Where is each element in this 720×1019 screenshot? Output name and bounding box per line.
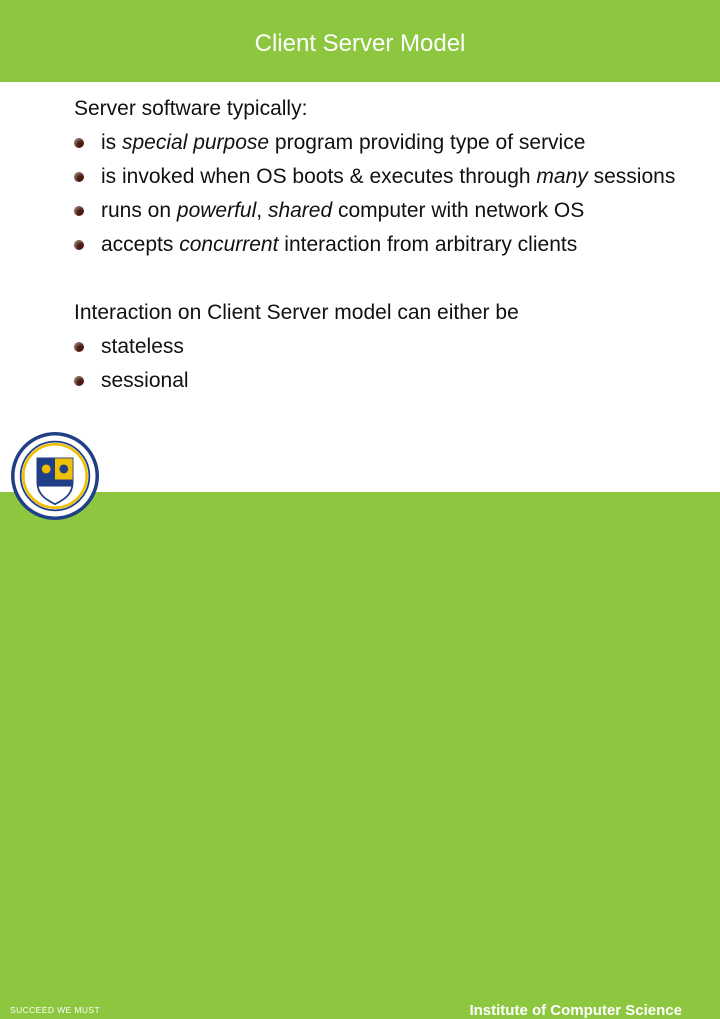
footer-bar: SUCCEED WE MUST Institute of Computer Sc…: [0, 492, 720, 1019]
slide-body: [0, 82, 720, 492]
bullet-icon: [74, 376, 84, 386]
bullet-icon: [74, 240, 84, 250]
bullet-icon: [74, 206, 84, 216]
section-heading: Interaction on Client Server model can e…: [74, 301, 519, 324]
bullet-icon: [74, 342, 84, 352]
bullet-item: stateless: [74, 330, 714, 364]
bullet-item: is invoked when OS boots & executes thro…: [74, 160, 714, 194]
university-crest-icon: [11, 432, 99, 520]
section-heading: Server software typically:: [74, 97, 308, 120]
bullet-item: sessional: [74, 364, 714, 398]
slide-title: Client Server Model: [254, 30, 466, 57]
institute-name: Institute of Computer Science: [469, 1002, 682, 1019]
section-server-software: Server software typically: is special pu…: [74, 92, 714, 262]
bullet-item: is special purpose program providing typ…: [74, 126, 714, 160]
bullet-text: is invoked when OS boots & executes thro…: [101, 165, 676, 188]
header-bar: Client Server Model: [0, 0, 720, 82]
bullet-item: runs on powerful, shared computer with n…: [74, 194, 714, 228]
bullet-text: runs on powerful, shared computer with n…: [101, 199, 585, 222]
bullet-text: accepts concurrent interaction from arbi…: [101, 233, 578, 256]
bullet-icon: [74, 138, 84, 148]
section-interaction-types: Interaction on Client Server model can e…: [74, 296, 714, 398]
bullet-text: is special purpose program providing typ…: [101, 131, 586, 154]
bullet-item: accepts concurrent interaction from arbi…: [74, 228, 714, 262]
bullet-icon: [74, 172, 84, 182]
slide-text: Server software typically: is special pu…: [74, 92, 714, 398]
bullet-text: sessional: [101, 369, 189, 392]
tagline: SUCCEED WE MUST: [10, 1005, 101, 1015]
bullet-text: stateless: [101, 335, 184, 358]
